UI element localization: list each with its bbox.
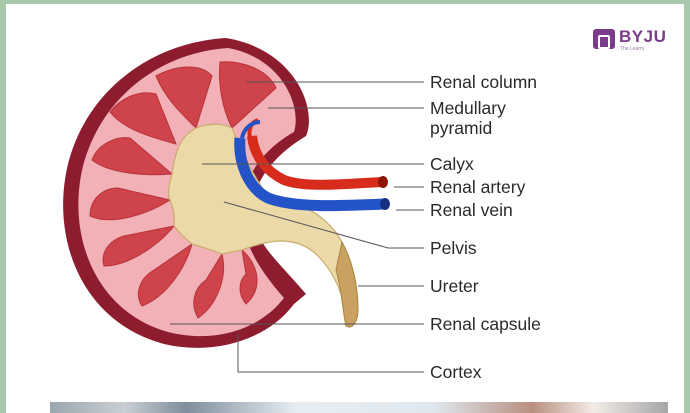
logo-text: BYJU — [619, 27, 666, 47]
cropped-photo-strip — [50, 402, 668, 413]
label-renal-capsule: Renal capsule — [430, 314, 541, 334]
logo-subtitle: The Learni — [620, 46, 644, 52]
label-renal-column: Renal column — [430, 72, 537, 92]
label-cortex: Cortex — [430, 362, 482, 382]
labels: Renal column Medullary pyramid Calyx Ren… — [430, 72, 541, 382]
logo-icon — [593, 29, 615, 49]
ureter — [336, 242, 358, 327]
diagram-frame: Renal column Medullary pyramid Calyx Ren… — [6, 4, 684, 413]
leader-cortex — [238, 334, 424, 372]
byjus-logo: BYJU The Learni — [593, 26, 684, 56]
label-calyx: Calyx — [430, 154, 474, 174]
label-pyramid: pyramid — [430, 118, 492, 138]
label-renal-vein: Renal vein — [430, 200, 513, 220]
label-renal-artery: Renal artery — [430, 177, 526, 197]
label-medullary: Medullary — [430, 98, 506, 118]
label-pelvis: Pelvis — [430, 238, 477, 258]
label-ureter: Ureter — [430, 276, 479, 296]
renal-artery-end — [378, 176, 388, 188]
renal-vein-end — [380, 198, 390, 210]
kidney-diagram: Renal column Medullary pyramid Calyx Ren… — [6, 4, 684, 413]
